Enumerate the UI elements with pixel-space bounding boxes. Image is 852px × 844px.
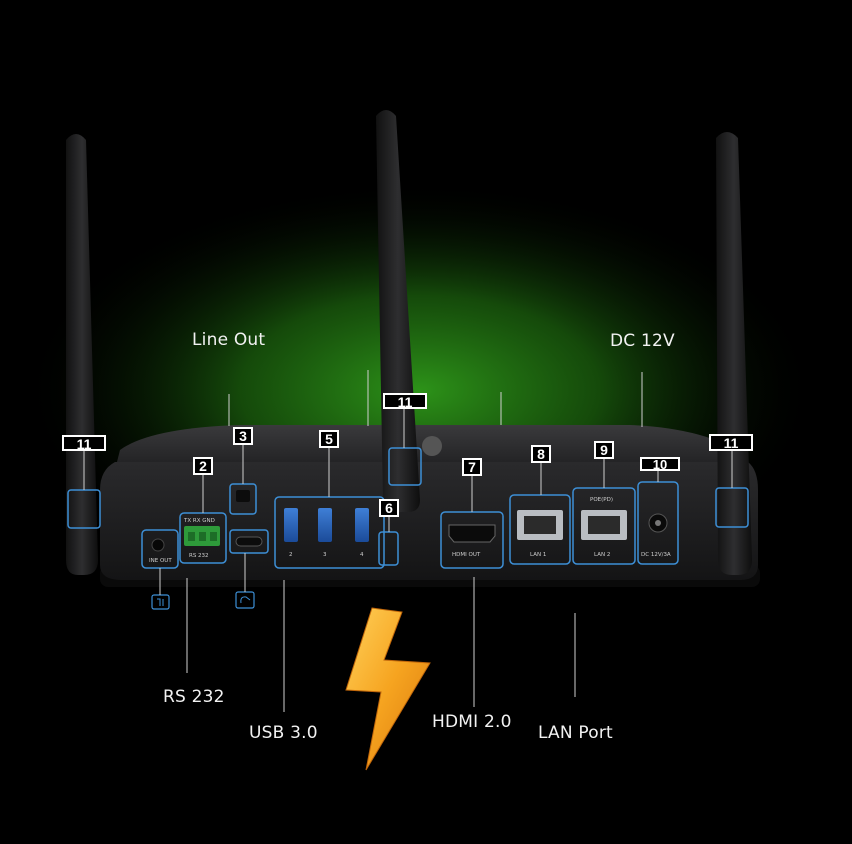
badge-11-center: 11 [383, 393, 427, 410]
lan1-highlight [509, 494, 571, 565]
rs232-port-label: RS 232 [189, 553, 209, 559]
antenna-left [66, 134, 98, 575]
lan1-jack-hole [524, 516, 556, 534]
rs232-pin-labels: TX RX GND [183, 518, 215, 524]
device-front [100, 462, 758, 580]
badge-9-text: 9 [600, 442, 608, 458]
port3-slot [236, 490, 250, 502]
badge-11-left: 11 [62, 435, 106, 452]
usb3-port-1 [284, 508, 298, 542]
badge-3-text: 3 [239, 428, 247, 444]
rs232-pin-1 [188, 532, 195, 541]
dc-port-label: DC 12V/3A [641, 552, 671, 558]
callout-dc-12v: DC 12V [610, 331, 675, 351]
badge-11-right: 11 [709, 434, 753, 451]
badge-2: 2 [193, 457, 213, 475]
badge-3: 3 [233, 427, 253, 445]
line-out-port-label: INE OUT [149, 558, 172, 564]
badge-7: 7 [462, 458, 482, 476]
lightning-bolt-icon [345, 607, 431, 771]
badge-11-left-text: 11 [77, 436, 92, 452]
usb-num-2: 2 [289, 552, 293, 558]
hdmi-port-label: HDMI OUT [452, 552, 481, 558]
usb3-port-3 [355, 508, 369, 542]
badge-11-right-text: 11 [724, 435, 739, 451]
usb-symbol-icon-glyph [240, 596, 251, 604]
usb-num-3: 3 [323, 552, 327, 558]
badge-2-text: 2 [199, 458, 207, 474]
device-button [422, 436, 442, 456]
hdmi-port [448, 524, 496, 543]
antenna-right [716, 132, 752, 575]
callout-lan-port: LAN Port [538, 723, 613, 743]
antenna-center-highlight [388, 447, 422, 486]
badge-6: 6 [379, 499, 399, 517]
line-out-jack [151, 538, 165, 552]
usb3-port-2 [318, 508, 332, 542]
badge-6-text: 6 [385, 500, 393, 516]
badge-10-text: 10 [653, 457, 667, 472]
lan1-port-label: LAN 1 [530, 552, 546, 558]
callout-line-out: Line Out [192, 330, 266, 350]
rs232-pin-2 [199, 532, 206, 541]
audio-symbol-icon-glyph [157, 598, 164, 606]
dc-jack-pin [655, 520, 661, 526]
badge-7-text: 7 [468, 459, 476, 475]
badge-8: 8 [531, 445, 551, 463]
callout-rs-232: RS 232 [163, 687, 225, 707]
badge-8-text: 8 [537, 446, 545, 462]
rs232-pin-3 [210, 532, 217, 541]
poe-label: POE(PD) [590, 497, 613, 503]
badge-5: 5 [319, 430, 339, 448]
badge-9: 9 [594, 441, 614, 459]
callout-usb-3: USB 3.0 [249, 723, 318, 743]
lan2-jack-hole [588, 516, 620, 534]
usb-num-4: 4 [360, 552, 364, 558]
callout-hdmi-2: HDMI 2.0 [432, 712, 512, 732]
antenna-center [376, 110, 420, 512]
badge-5-text: 5 [325, 431, 333, 447]
badge-10: 10 [640, 457, 680, 472]
usbc-port [235, 536, 263, 547]
usbc-highlight [229, 529, 269, 554]
lan2-port-label: LAN 2 [594, 552, 610, 558]
badge-11-center-text: 11 [398, 394, 413, 410]
